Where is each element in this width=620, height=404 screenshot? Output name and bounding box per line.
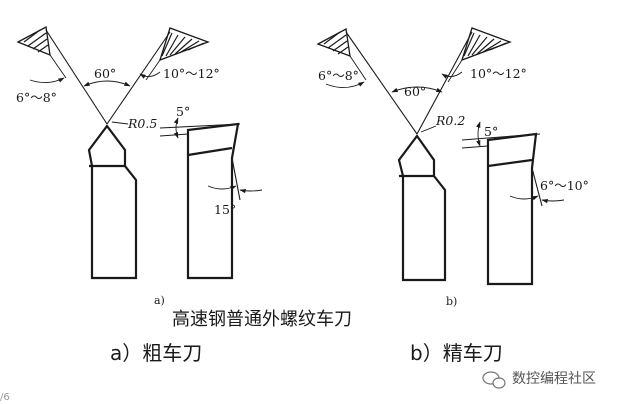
radius-label: R0.5: [127, 116, 157, 131]
wechat-icon: [482, 371, 506, 389]
roughing-tool-figure: 6°～8° 60° 10°～12° R0.5 5° 15°: [16, 25, 263, 280]
workpiece-section-right-b: [460, 27, 512, 62]
caption-b: b）精车刀: [410, 341, 503, 365]
angle-arc-60-b: [391, 86, 443, 93]
flank-line-right-b: [416, 31, 473, 135]
tool-side-view: [186, 122, 240, 280]
flank-line-right: [106, 31, 171, 125]
angle-arc-5: [173, 117, 179, 139]
workpiece-section-right: [158, 27, 210, 62]
angle-arc-60: [83, 80, 131, 87]
angle-label-60-b: 60°: [404, 84, 426, 99]
sub-label-a: a): [154, 294, 165, 307]
workpiece-section-left-b: [316, 27, 351, 57]
angle-label-6-8: 6°～8°: [16, 90, 57, 105]
angle-label-6-8-b: 6°～8°: [318, 68, 359, 83]
flank-line-left-b: [345, 31, 418, 135]
angle-label-60: 60°: [94, 66, 116, 81]
angle-label-5-b: 5°: [484, 124, 498, 139]
angle-label-15: 15°: [214, 202, 236, 217]
flank-line-left: [45, 29, 108, 125]
finishing-tool-figure: 6°～8° 60° 10°～12° R0.2 5° 6°～10°: [316, 27, 589, 286]
angle-arc-left-b: [325, 81, 365, 88]
figure-title: 高速钢普通外螺纹车刀: [172, 309, 352, 330]
caption-a: a）粗车刀: [110, 341, 202, 365]
angle-label-10-12-b: 10°～12°: [470, 66, 527, 81]
watermark-text: 数控编程社区: [512, 371, 596, 387]
angle-label-6-10: 6°～10°: [540, 178, 589, 193]
angle-arc-5-b: [476, 121, 481, 147]
page-marker: /6: [0, 392, 10, 403]
tool-front-view: [87, 124, 138, 280]
radius-label-b: R0.2: [435, 113, 465, 128]
angle-arc-right-b: [441, 71, 463, 79]
sub-label-b: b): [446, 295, 457, 308]
angle-arc-left: [29, 77, 65, 83]
tool-front-view-b: [397, 134, 447, 282]
angle-label-5: 5°: [176, 104, 190, 119]
angle-arc-right: [139, 71, 161, 79]
tool-side-view-b: [486, 132, 538, 286]
angle-label-10-12: 10°～12°: [163, 66, 220, 81]
workpiece-section-left: [16, 25, 51, 57]
